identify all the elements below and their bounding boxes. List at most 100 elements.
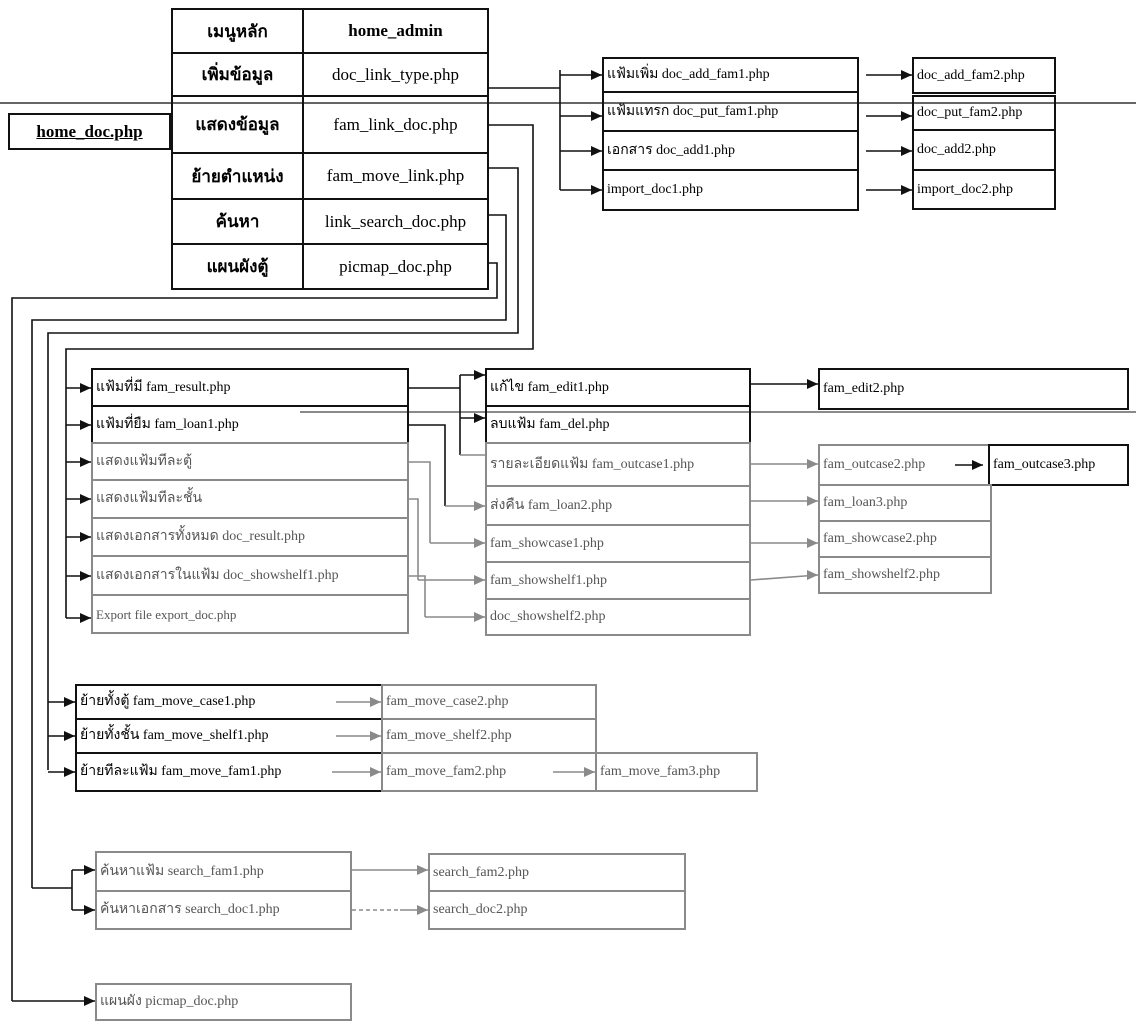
move-case2-node[interactable]: fam_move_case2.php — [381, 684, 597, 720]
doc-result-node[interactable]: แสดงเอกสารทั้งหมด doc_result.php — [91, 517, 409, 557]
arrowhead — [80, 571, 91, 581]
move-fam3-node[interactable]: fam_move_fam3.php — [595, 752, 758, 792]
arrowhead — [80, 494, 91, 504]
arrowhead — [64, 767, 75, 777]
put-fam2-node[interactable]: doc_put_fam2.php — [912, 95, 1056, 131]
arrowhead — [591, 111, 602, 121]
connector-line — [409, 575, 426, 617]
arrowhead — [807, 379, 818, 389]
arrowhead — [591, 70, 602, 80]
fam-loan3-node[interactable]: fam_loan3.php — [818, 484, 992, 522]
show-by-case-node[interactable]: แสดงแฟ้มทีละตู้ — [91, 442, 409, 481]
fam-loan2-node[interactable]: ส่งคืน fam_loan2.php — [485, 485, 751, 526]
arrowhead — [84, 865, 95, 875]
arrowhead — [370, 697, 381, 707]
arrowhead — [84, 996, 95, 1006]
arrowhead — [807, 496, 818, 506]
fam-edit1-node[interactable]: แก้ไข fam_edit1.php — [485, 368, 751, 407]
connector-line — [409, 461, 431, 543]
arrowhead — [84, 905, 95, 915]
arrowhead — [80, 532, 91, 542]
connector-line — [409, 424, 446, 506]
menu-show-file[interactable]: fam_link_doc.php — [302, 95, 489, 154]
menu-move-file[interactable]: fam_move_link.php — [302, 152, 489, 200]
menu-search-file[interactable]: link_search_doc.php — [302, 198, 489, 245]
move-case1-node[interactable]: ย้ายทั้งตู้ fam_move_case1.php — [75, 684, 383, 720]
arrowhead — [80, 613, 91, 623]
show-by-shelf-node[interactable]: แสดงแฟ้มทีละชั้น — [91, 479, 409, 519]
arrowhead — [417, 865, 428, 875]
show-bus-line — [65, 124, 534, 618]
add-fam1-node[interactable]: แฟ้มเพิ่ม doc_add_fam1.php — [602, 57, 859, 93]
import-doc2-node[interactable]: import_doc2.php — [912, 169, 1056, 210]
move-shelf2-node[interactable]: fam_move_shelf2.php — [381, 718, 597, 754]
search-doc2-node[interactable]: search_doc2.php — [428, 890, 686, 930]
map-bus-line — [11, 262, 498, 1001]
menu-map-label[interactable]: แผนผังตู้ — [171, 243, 304, 290]
fam-showshelf2-node[interactable]: fam_showshelf2.php — [818, 556, 992, 594]
doc-add1-node[interactable]: เอกสาร doc_add1.php — [602, 130, 859, 171]
menu-search-label[interactable]: ค้นหา — [171, 198, 304, 245]
export-doc-node[interactable]: Export file export_doc.php — [91, 594, 409, 634]
home-doc-node[interactable]: home_doc.php — [8, 113, 171, 150]
fam-outcase2-node[interactable]: fam_outcase2.php — [818, 444, 990, 486]
fam-showcase1-node[interactable]: fam_showcase1.php — [485, 524, 751, 563]
menu-map-file[interactable]: picmap_doc.php — [302, 243, 489, 290]
doc-add2-node[interactable]: doc_add2.php — [912, 129, 1056, 171]
menu-move-label[interactable]: ย้ายตำแหน่ง — [171, 152, 304, 200]
arrowhead — [807, 570, 818, 580]
connector-line — [409, 498, 419, 580]
move-fam2-node[interactable]: fam_move_fam2.php — [381, 752, 597, 792]
arrowhead — [474, 413, 485, 423]
fam-outcase3-node[interactable]: fam_outcase3.php — [988, 444, 1129, 486]
arrowhead — [370, 731, 381, 741]
arrowhead — [807, 459, 818, 469]
arrowhead — [474, 370, 485, 380]
search-bus-line — [31, 214, 507, 888]
fam-showcase2-node[interactable]: fam_showcase2.php — [818, 520, 992, 558]
arrowhead — [901, 185, 912, 195]
menu-header-label: เมนูหลัก — [171, 8, 304, 54]
menu-header-file: home_admin — [302, 8, 489, 54]
search-fam2-node[interactable]: search_fam2.php — [428, 853, 686, 892]
menu-add-file[interactable]: doc_link_type.php — [302, 52, 489, 97]
put-fam1-node[interactable]: แฟ้มแทรก doc_put_fam1.php — [602, 91, 859, 132]
connector-line — [750, 574, 819, 581]
fam-loan1-node[interactable]: แฟ้มที่ยืม fam_loan1.php — [91, 405, 409, 444]
add-fam2-node[interactable]: doc_add_fam2.php — [912, 57, 1056, 94]
fam-showshelf1-node[interactable]: fam_showshelf1.php — [485, 561, 751, 600]
doc-showshelf2-node[interactable]: doc_showshelf2.php — [485, 598, 751, 636]
fam-del-node[interactable]: ลบแฟ้ม fam_del.php — [485, 405, 751, 444]
fam-outcase1-node[interactable]: รายละเอียดแฟ้ม fam_outcase1.php — [485, 442, 751, 487]
picmap-node[interactable]: แผนผัง picmap_doc.php — [95, 983, 352, 1021]
arrowhead — [474, 575, 485, 585]
search-fam1-node[interactable]: ค้นหาแฟ้ม search_fam1.php — [95, 851, 352, 892]
arrowhead — [584, 767, 595, 777]
fam-result-node[interactable]: แฟ้มที่มี fam_result.php — [91, 368, 409, 407]
import-doc1-node[interactable]: import_doc1.php — [602, 169, 859, 211]
arrowhead — [901, 146, 912, 156]
arrowhead — [972, 460, 983, 470]
doc-showshelf1-node[interactable]: แสดงเอกสารในแฟ้ม doc_showshelf1.php — [91, 555, 409, 596]
arrowhead — [807, 538, 818, 548]
arrowhead — [370, 767, 381, 777]
arrowhead — [80, 383, 91, 393]
arrowhead — [591, 146, 602, 156]
arrowhead — [474, 538, 485, 548]
arrowhead — [80, 420, 91, 430]
arrowhead — [901, 70, 912, 80]
move-shelf1-node[interactable]: ย้ายทั้งชั้น fam_move_shelf1.php — [75, 718, 383, 754]
arrowhead — [80, 457, 91, 467]
arrowhead — [591, 185, 602, 195]
fam-edit2-node[interactable]: fam_edit2.php — [818, 368, 1129, 410]
search-doc1-node[interactable]: ค้นหาเอกสาร search_doc1.php — [95, 890, 352, 930]
move-fam1-node[interactable]: ย้ายทีละแฟ้ม fam_move_fam1.php — [75, 752, 383, 792]
menu-add-label[interactable]: เพิ่มข้อมูล — [171, 52, 304, 97]
arrowhead — [474, 501, 485, 511]
menu-show-label[interactable]: แสดงข้อมูล — [171, 95, 304, 154]
arrowhead — [64, 697, 75, 707]
arrowhead — [64, 731, 75, 741]
arrowhead — [417, 905, 428, 915]
